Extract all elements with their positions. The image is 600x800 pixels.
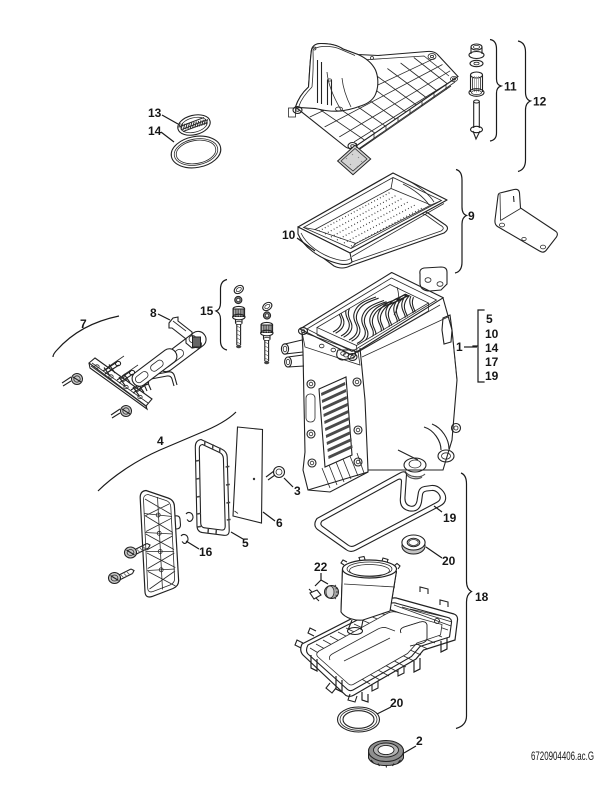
svg-text:18: 18 — [475, 590, 489, 604]
svg-text:10: 10 — [282, 228, 296, 242]
svg-text:13: 13 — [148, 106, 162, 120]
svg-text:10: 10 — [485, 327, 499, 341]
svg-text:1: 1 — [456, 340, 463, 354]
svg-text:5: 5 — [486, 312, 493, 326]
svg-text:20: 20 — [390, 696, 404, 710]
svg-text:9: 9 — [468, 209, 475, 223]
svg-text:14: 14 — [485, 341, 499, 355]
svg-text:2: 2 — [416, 734, 423, 748]
svg-text:19: 19 — [443, 511, 457, 525]
svg-text:14: 14 — [148, 124, 162, 138]
svg-text:6: 6 — [276, 516, 283, 530]
svg-text:20: 20 — [442, 554, 456, 568]
svg-text:11: 11 — [504, 80, 517, 94]
svg-text:17: 17 — [485, 355, 499, 369]
svg-text:5: 5 — [242, 536, 249, 550]
svg-text:22: 22 — [314, 560, 328, 574]
svg-text:7: 7 — [80, 317, 87, 331]
svg-text:12: 12 — [533, 95, 547, 109]
svg-text:19: 19 — [485, 369, 499, 383]
svg-text:16: 16 — [199, 545, 213, 559]
svg-text:8: 8 — [150, 306, 157, 320]
svg-text:3: 3 — [294, 484, 301, 498]
svg-text:15: 15 — [200, 304, 214, 318]
svg-text:4: 4 — [157, 434, 164, 448]
svg-text:6720904406.ac.G: 6720904406.ac.G — [531, 749, 594, 763]
